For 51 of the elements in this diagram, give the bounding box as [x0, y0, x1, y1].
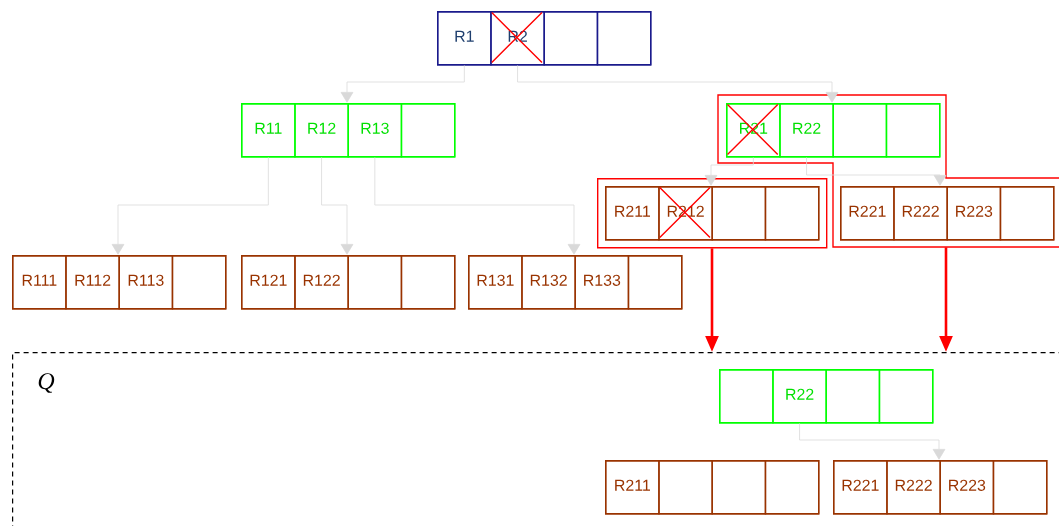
record-cell: R22	[779, 103, 834, 158]
arrow	[806, 157, 947, 186]
arrow	[517, 65, 839, 103]
record-cell: R221	[840, 186, 895, 241]
record-cell: R13	[347, 103, 403, 158]
record-cell	[992, 460, 1048, 515]
record-cell	[171, 255, 227, 310]
record-cell	[543, 11, 599, 66]
record-cell: R113	[118, 255, 174, 310]
record-cell	[719, 369, 774, 424]
selection-outline	[717, 94, 1059, 248]
record-cell	[400, 103, 456, 158]
record-cell	[627, 255, 683, 310]
record-cell: R12	[294, 103, 349, 158]
record-cell: R112	[65, 255, 120, 310]
record-cell	[400, 255, 456, 310]
record-cell: R223	[946, 186, 1002, 241]
record-cell	[832, 103, 888, 158]
record-cell: R132	[521, 255, 576, 310]
record-cell	[596, 11, 652, 66]
arrow	[111, 157, 269, 255]
record-cell: R131	[468, 255, 523, 310]
arrow	[704, 157, 754, 186]
record-cell: R222	[893, 186, 948, 241]
record-cell: R11	[241, 103, 296, 158]
record-cell: R121	[241, 255, 296, 310]
arrow	[374, 157, 581, 255]
record-cell: R122	[294, 255, 349, 310]
record-cell: R133	[574, 255, 630, 310]
arrow	[321, 157, 354, 255]
arrow	[340, 65, 465, 103]
record-cell: R211	[605, 460, 660, 515]
record-cell	[764, 186, 820, 241]
record-cell	[711, 186, 767, 241]
record-cell	[347, 255, 403, 310]
record-cell: R1	[437, 11, 492, 66]
record-cell: R221	[833, 460, 888, 515]
record-cell	[825, 369, 881, 424]
arrow	[799, 423, 946, 460]
record-cell	[878, 369, 934, 424]
record-cell: R111	[12, 255, 67, 310]
record-cell: R211	[605, 186, 660, 241]
record-cell: R223	[939, 460, 995, 515]
record-cell	[885, 103, 941, 158]
record-cell	[764, 460, 820, 515]
record-cell	[711, 460, 767, 515]
selection-outline	[597, 178, 828, 249]
record-cell: R222	[886, 460, 941, 515]
record-cell: R22	[772, 369, 827, 424]
record-cell	[658, 460, 713, 515]
record-cell	[999, 186, 1055, 241]
